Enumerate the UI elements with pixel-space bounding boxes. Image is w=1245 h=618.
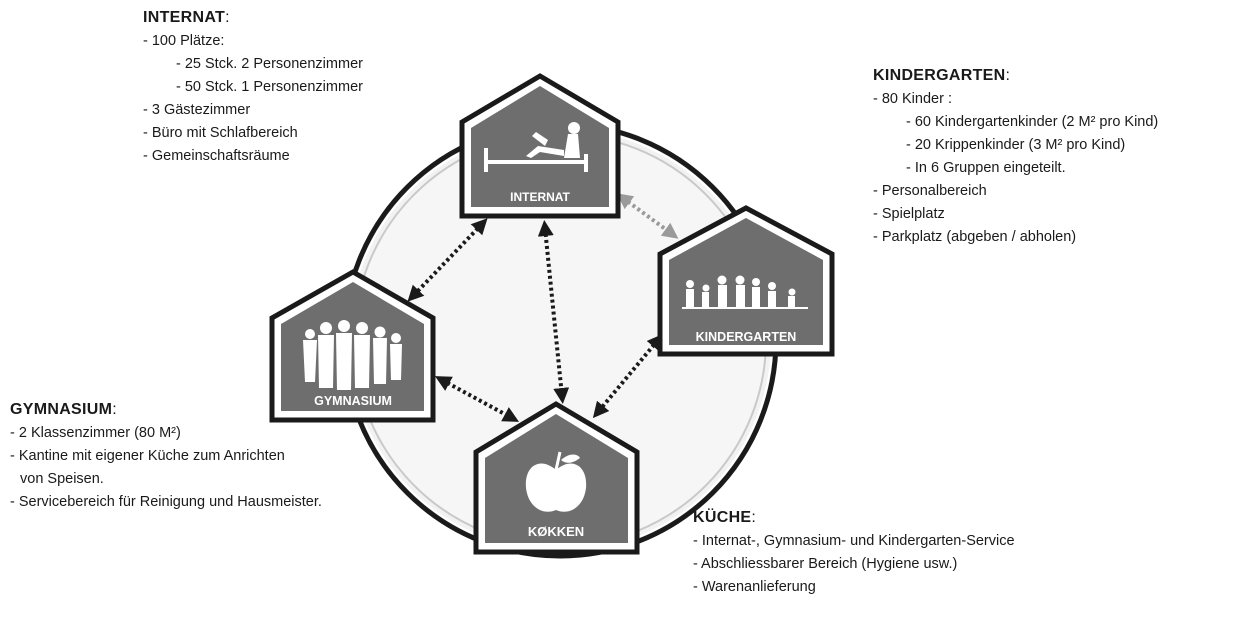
kueche-title: KÜCHE: [693, 509, 752, 526]
internat-title: INTERNAT: [143, 9, 226, 26]
list-item: - 50 Stck. 1 Personenzimmer: [176, 79, 363, 95]
list-item: - 2 Klassenzimmer (80 M²): [10, 425, 181, 441]
list-item: - In 6 Gruppen eingeteilt.: [906, 160, 1066, 176]
house-kindergarten-label: KINDERGARTEN: [696, 330, 797, 344]
apple-icon: [525, 451, 587, 512]
person-reclining-on-bed-icon: [484, 122, 588, 172]
list-item: - Internat-, Gymnasium- und Kindergarten…: [693, 533, 1015, 549]
kindergarten-heading: KINDERGARTEN:: [873, 67, 1011, 84]
gymnasium-list: - 2 Klassenzimmer (80 M²) - Kantine mit …: [10, 422, 322, 514]
list-item: - 3 Gästezimmer: [143, 102, 251, 118]
arrow-internat-kindergarten: [616, 193, 679, 239]
kueche-info: KÜCHE: - Internat-, Gymnasium- und Kinde…: [693, 506, 1015, 599]
student-group-silhouette-icon: [303, 320, 402, 390]
internat-heading: INTERNAT:: [143, 9, 230, 26]
list-item: - Kantine mit eigener Küche zum Anrichte…: [10, 448, 285, 464]
internat-list: - 100 Plätze: - 25 Stck. 2 Personenzimme…: [143, 30, 363, 168]
list-item: - Parkplatz (abgeben / abholen): [873, 229, 1077, 245]
arrow-internat-kueche: [537, 220, 570, 404]
house-internat: INTERNAT: [459, 73, 621, 219]
list-item: - Servicebereich für Reinigung und Hausm…: [10, 494, 322, 510]
kindergarten-title: KINDERGARTEN: [873, 67, 1006, 84]
list-item: - Warenanlieferung: [693, 579, 816, 595]
list-item: - Personalbereich: [873, 183, 987, 199]
list-item: - Gemeinschaftsräume: [143, 148, 290, 164]
list-item: - Büro mit Schlafbereich: [143, 125, 298, 141]
house-kindergarten: KINDERGARTEN: [657, 205, 835, 357]
kindergarten-list: - 80 Kinder : - 60 Kindergartenkinder (2…: [873, 88, 1158, 249]
house-kueche: KØKKEN: [473, 401, 640, 555]
arrow-internat-gymnasium: [407, 218, 488, 302]
gymnasium-info: GYMNASIUM: - 2 Klassenzimmer (80 M²) - K…: [10, 398, 322, 514]
list-item: - 20 Krippenkinder (3 M² pro Kind): [906, 137, 1126, 153]
list-item: - 80 Kinder :: [873, 91, 952, 107]
kindergarten-info: KINDERGARTEN: - 80 Kinder : - 60 Kinderg…: [873, 64, 1158, 249]
list-item: - 100 Plätze:: [143, 33, 225, 49]
kueche-heading: KÜCHE:: [693, 509, 757, 526]
list-item: - Abschliessbarer Bereich (Hygiene usw.): [693, 556, 958, 572]
arrow-kindergarten-kueche: [592, 333, 664, 419]
gymnasium-title: GYMNASIUM: [10, 401, 113, 418]
list-item: - 25 Stck. 2 Personenzimmer: [176, 56, 363, 72]
children-and-adult-group-icon: [682, 275, 808, 309]
list-item: - Spielplatz: [873, 206, 945, 222]
arrow-gymnasium-kueche: [434, 376, 520, 422]
internat-info: INTERNAT: - 100 Plätze: - 25 Stck. 2 Per…: [143, 6, 363, 168]
house-gymnasium-label: GYMNASIUM: [314, 394, 392, 408]
house-gymnasium: GYMNASIUM: [269, 269, 436, 423]
kueche-list: - Internat-, Gymnasium- und Kindergarten…: [693, 530, 1015, 599]
house-internat-label: INTERNAT: [510, 190, 570, 204]
list-item: - 60 Kindergartenkinder (2 M² pro Kind): [906, 114, 1159, 130]
list-item: von Speisen.: [20, 471, 104, 487]
gymnasium-heading: GYMNASIUM:: [10, 401, 118, 418]
house-kueche-label: KØKKEN: [528, 524, 584, 539]
